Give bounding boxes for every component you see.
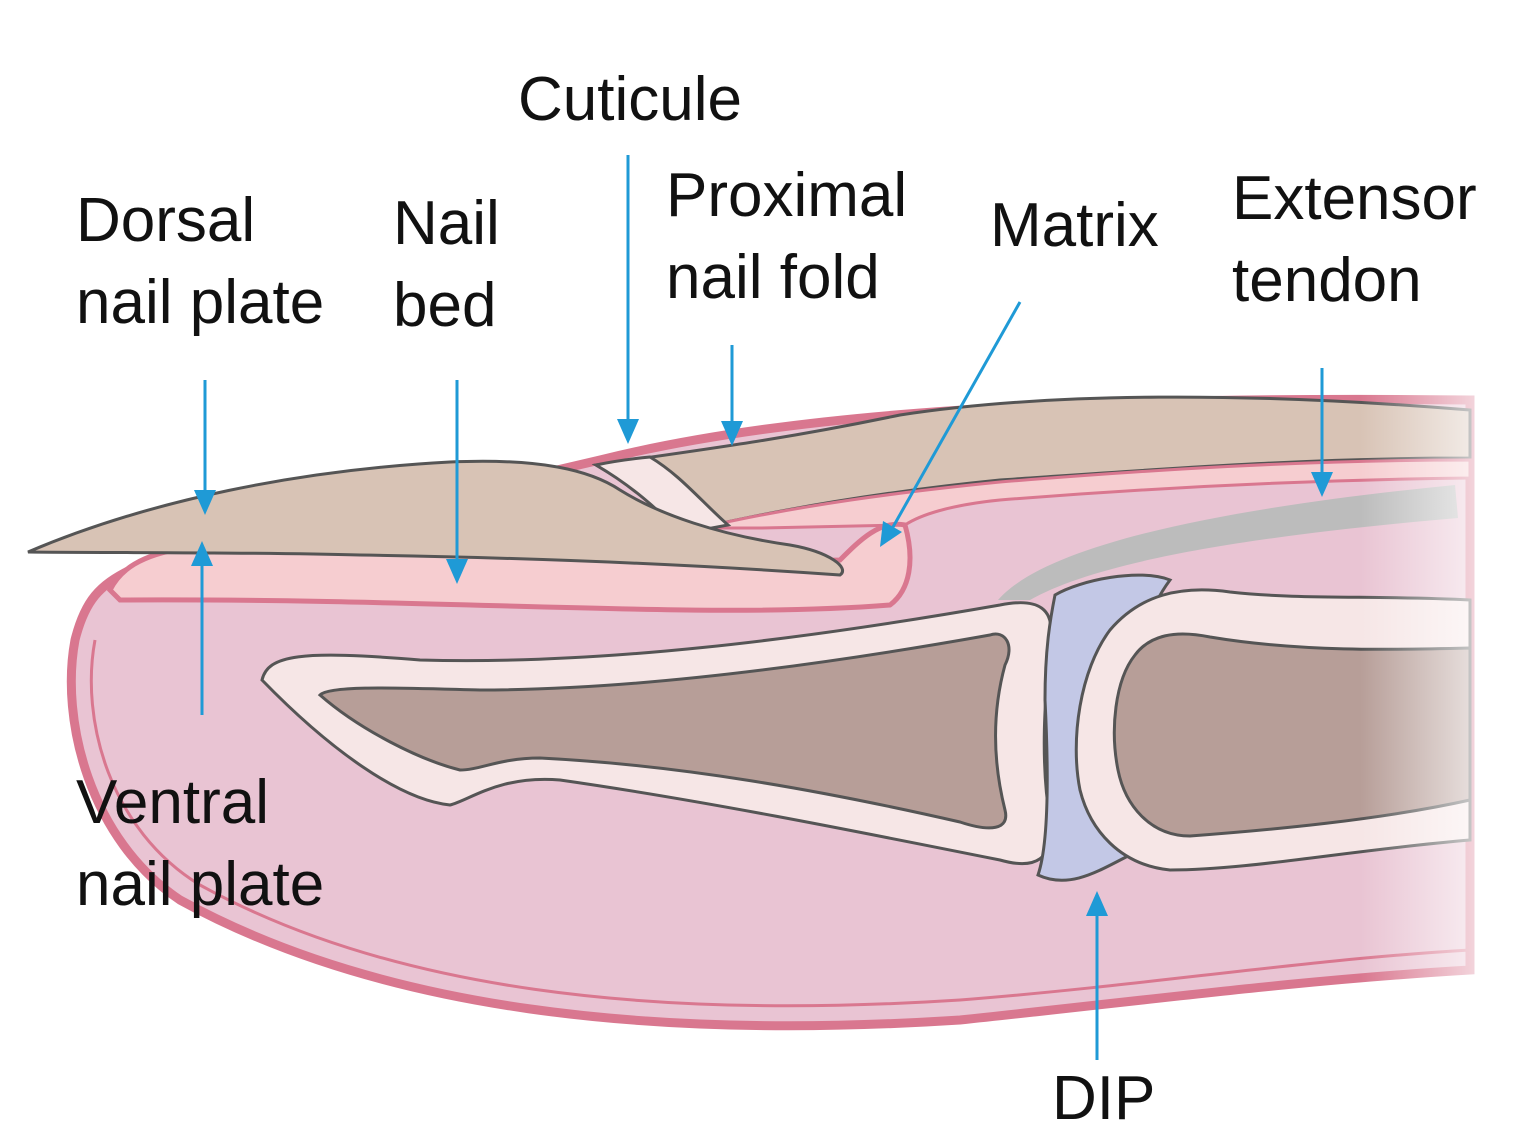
arrow-ventral-nail-plate [191,541,213,715]
right-fade [1360,380,1529,1000]
label-extensor-tendon-line1: Extensor [1232,164,1477,233]
extensor-tendon [998,485,1458,600]
label-nail-bed-line1: Nail [393,189,500,258]
label-dip-line1: DIP [1052,1064,1156,1133]
finger-inner-line [89,639,1471,1008]
label-proximal-nail-fold: Proximal nail fold [666,155,907,319]
cuticle [591,455,732,536]
label-nail-bed-line2: bed [393,271,497,340]
label-dorsal-nail-plate: Dorsal nail plate [76,180,324,344]
label-dorsal-nail-plate-line2: nail plate [76,268,325,337]
label-ventral-nail-plate-line2: nail plate [76,850,325,919]
label-dorsal-nail-plate-line1: Dorsal [76,186,256,255]
label-cuticule-line1: Cuticule [518,65,742,134]
arrow-dorsal-nail-plate [194,380,216,515]
label-extensor-tendon: Extensor tendon [1232,158,1477,322]
label-proximal-nail-fold-line1: Proximal [666,161,908,230]
label-dip: DIP [1052,1058,1155,1140]
arrow-cuticule [617,155,639,444]
label-matrix-line1: Matrix [990,191,1159,260]
arrow-proximal-nail-fold [721,345,743,446]
label-ventral-nail-plate: Ventral nail plate [76,762,324,926]
distal-phalanx-marrow [317,632,1011,830]
label-ventral-nail-plate-line1: Ventral [76,768,270,837]
label-proximal-nail-fold-line2: nail fold [666,243,880,312]
arrow-extensor-tendon [1311,368,1333,497]
arrow-nail-bed [446,380,468,584]
nail-plate [27,459,844,577]
arrow-dip [1086,891,1108,1060]
arrow-matrix [880,301,1022,547]
label-cuticule: Cuticule [518,59,742,141]
label-nail-bed: Nail bed [393,183,500,347]
label-matrix: Matrix [990,185,1159,267]
label-extensor-tendon-line2: tendon [1232,246,1422,315]
